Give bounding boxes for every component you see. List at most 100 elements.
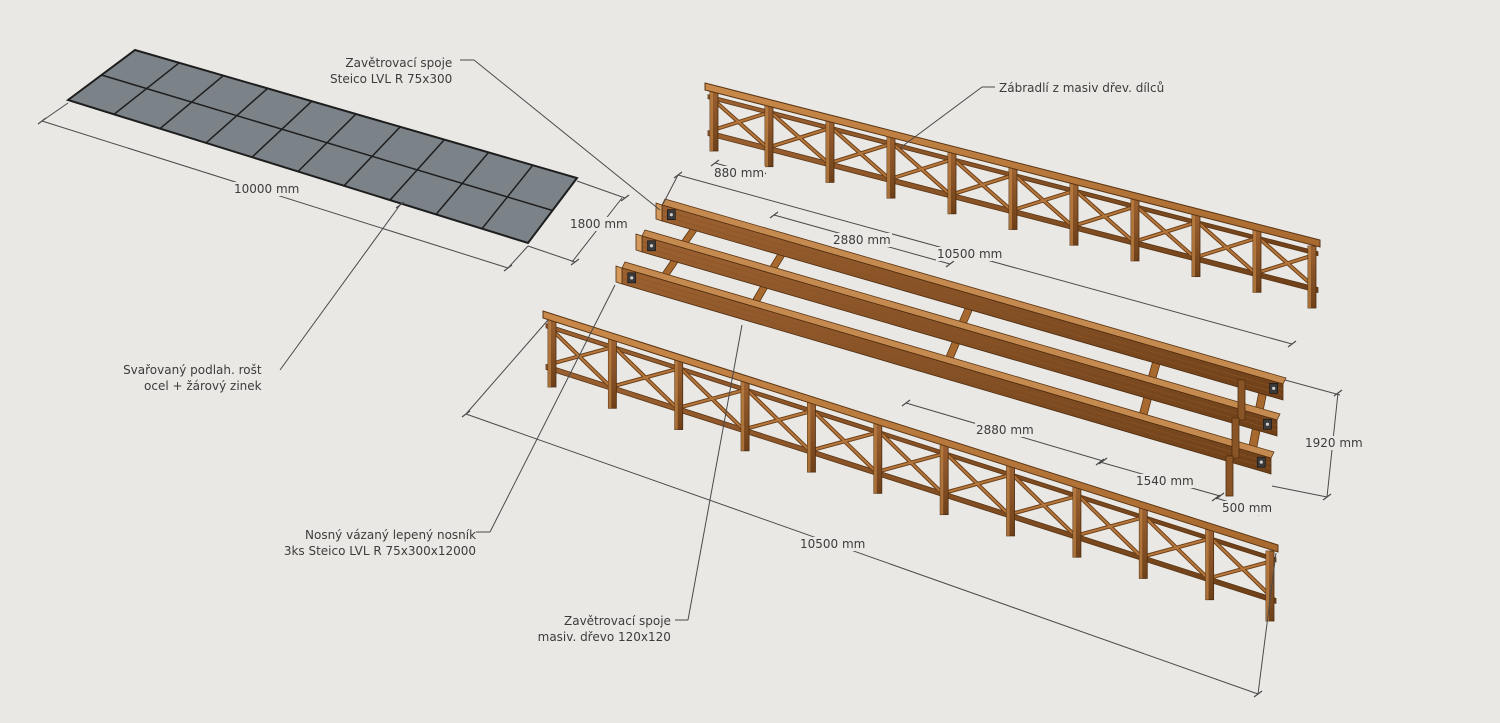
label-floor-grating-line1: Svařovaný podlah. rošt [123, 363, 262, 377]
railing-post-face [1139, 508, 1143, 579]
label-main-beam-line1: Nosný vázaný lepený nosník [305, 528, 477, 542]
label-wind-bracing-solid-line2: masiv. dřevo 120x120 [537, 630, 671, 644]
dim-end-distance: 1540 mm [1135, 474, 1195, 488]
railing-post-face [1192, 214, 1195, 277]
label-wind-bracing-lvl: Zavětrovací spoje Steico LVL R 75x300 [330, 55, 452, 87]
railing-post-face [873, 423, 877, 494]
railing-brace-highlight [946, 474, 1008, 494]
railing-post-face [1009, 167, 1012, 230]
dimension-tick [395, 201, 405, 209]
railing-brace-highlight [615, 368, 676, 387]
beam-lamination-line [621, 273, 1272, 464]
dimension-tick [769, 211, 779, 219]
label-railing: Zábradlí z masiv dřev. dílců [999, 80, 1164, 96]
dimension-tick [1211, 494, 1221, 502]
beam-end-support [1225, 455, 1234, 497]
railing-brace-highlight [832, 143, 889, 163]
railing-brace-highlight [1137, 222, 1194, 242]
railing-post-face [741, 380, 745, 451]
label-wind-bracing-solid-line1: Zavětrovací spoje [564, 614, 671, 628]
railing-brace-highlight [681, 389, 743, 408]
main-beams [615, 198, 1287, 497]
dimension-tick [1333, 389, 1343, 397]
railing-post-face [826, 120, 829, 183]
dimension-tick [945, 260, 955, 268]
beam-lamination-line [661, 215, 1284, 395]
railing-brace-highlight [1198, 238, 1255, 258]
railing-post-face [940, 444, 944, 515]
railing-post-face [1131, 198, 1134, 261]
label-railing-line1: Zábradlí z masiv dřev. dílců [999, 81, 1165, 95]
railing-brace-highlight [814, 432, 876, 451]
dim-brace-spacing-top: 2880 mm [832, 233, 892, 247]
dimension-tick [1095, 458, 1105, 466]
label-wind-bracing-solid: Zavětrovací spoje masiv. dřevo 120x120 [537, 613, 671, 645]
beam-lamination-line [621, 278, 1272, 469]
beam-lamination-line [641, 241, 1278, 426]
label-wind-bracing-lvl-line2: Steico LVL R 75x300 [330, 72, 453, 86]
dim-brace-spacing-bottom: 2880 mm [975, 423, 1035, 437]
railing-handrail [704, 82, 1321, 248]
beam-side-face [641, 235, 1278, 437]
dimension-tick [37, 117, 47, 125]
railing-brace-highlight [710, 112, 767, 132]
dimension-tick [461, 410, 471, 418]
railing-brace-highlight [893, 159, 950, 179]
railing-post-face [1308, 246, 1311, 308]
beam-end-support [1237, 379, 1246, 421]
railing-handrail [542, 310, 1279, 553]
dimension-tick [901, 399, 911, 407]
label-main-beam: Nosný vázaný lepený nosník 3ks Steico LV… [283, 527, 476, 559]
dimension-tick [503, 264, 513, 272]
railing-post-face [1266, 551, 1269, 621]
dimension-tick [620, 194, 630, 202]
bracket-bolt [1272, 386, 1276, 390]
beam-lamination-line [641, 246, 1278, 431]
railing-brace-highlight [880, 453, 942, 472]
dim-end-offset: 500 mm [1221, 501, 1274, 515]
beam-end-cap [655, 202, 663, 222]
dimension-tick [1098, 457, 1108, 465]
bracket-bolt [630, 276, 634, 280]
railing-brace-highlight [1259, 253, 1316, 273]
railing-post-face [1070, 183, 1073, 246]
top-railing [704, 82, 1321, 309]
floor-grating [65, 48, 579, 245]
label-floor-grating: Svařovaný podlah. rošt ocel + žárový zin… [118, 362, 262, 394]
railing-post-face [548, 317, 551, 387]
railing-brace-highlight [1013, 496, 1075, 515]
bottom-railing [542, 310, 1279, 622]
railing-brace-highlight [1146, 538, 1207, 557]
beam-end-cap [635, 233, 643, 253]
label-wind-bracing-lvl-line1: Zavětrovací spoje [345, 56, 453, 70]
bracket-bolt [1265, 422, 1270, 426]
dim-post-spacing: 880 mm [713, 166, 766, 180]
label-floor-grating-line2: ocel + žárový zinek [144, 379, 262, 393]
label-main-beam-line2: 3ks Steico LVL R 75x300x12000 [283, 544, 477, 558]
railing-post-face [710, 89, 713, 151]
beam-end-cap [615, 265, 623, 285]
dimension-tick [570, 258, 580, 266]
railing-post-face [887, 136, 890, 199]
dim-beam-length-top: 10500 mm [936, 247, 1004, 261]
railing-brace-highlight [1076, 206, 1133, 226]
beam-lamination-line [661, 210, 1284, 390]
railing-post-face [948, 151, 951, 214]
railing-post-face [807, 402, 811, 473]
railing-post-face [1006, 465, 1010, 536]
railing-bottom-rail [545, 363, 1277, 604]
dimension-tick [1322, 493, 1332, 501]
railing-brace-highlight [954, 175, 1011, 195]
dimension-tick [1253, 690, 1263, 698]
railing-brace-highlight [747, 410, 809, 430]
railing-brace-highlight [1079, 517, 1141, 536]
bracket-bolt [1259, 460, 1263, 464]
railing-post-face [1072, 487, 1076, 558]
railing-post-face [608, 338, 612, 409]
railing-brace-highlight [771, 128, 828, 148]
dim-beam-length-bottom: 10500 mm [799, 537, 867, 551]
dimension-tick [1287, 340, 1297, 348]
railing-mid-rail [545, 323, 1277, 563]
